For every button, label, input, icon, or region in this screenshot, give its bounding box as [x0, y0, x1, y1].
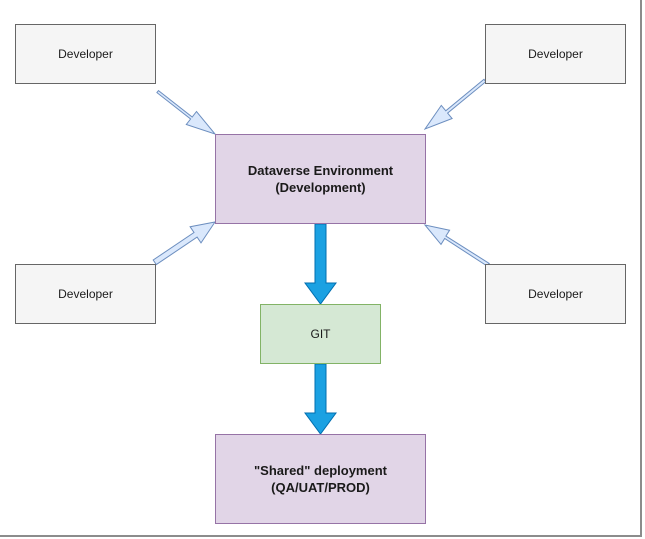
arrow-developer-top-right-to-env: [423, 78, 487, 131]
developer-box-top-right: Developer: [485, 24, 626, 84]
frame-shadow-right: [640, 0, 642, 536]
arrow-developer-top-left-to-env: [156, 89, 217, 136]
git-box: GIT: [260, 304, 381, 364]
developer-label: Developer: [528, 47, 583, 61]
developer-label: Developer: [58, 287, 113, 301]
developer-label: Developer: [528, 287, 583, 301]
developer-box-top-left: Developer: [15, 24, 156, 84]
frame-shadow-bottom: [0, 535, 642, 537]
developer-label: Developer: [58, 47, 113, 61]
arrow-git-to-shared: [304, 363, 337, 435]
arrow-developer-bottom-left-to-env: [152, 221, 217, 266]
developer-box-bottom-left: Developer: [15, 264, 156, 324]
developer-box-bottom-right: Developer: [485, 264, 626, 324]
arrow-developer-bottom-right-to-env: [423, 224, 491, 267]
shared-deployment-label: "Shared" deployment (QA/UAT/PROD): [254, 463, 387, 495]
arrow-env-to-git: [304, 223, 337, 305]
shared-deployment-box: "Shared" deployment (QA/UAT/PROD): [215, 434, 426, 524]
dataverse-environment-label: Dataverse Environment (Development): [247, 163, 394, 195]
git-label: GIT: [310, 327, 331, 341]
dataverse-environment-box: Dataverse Environment (Development): [215, 134, 426, 224]
